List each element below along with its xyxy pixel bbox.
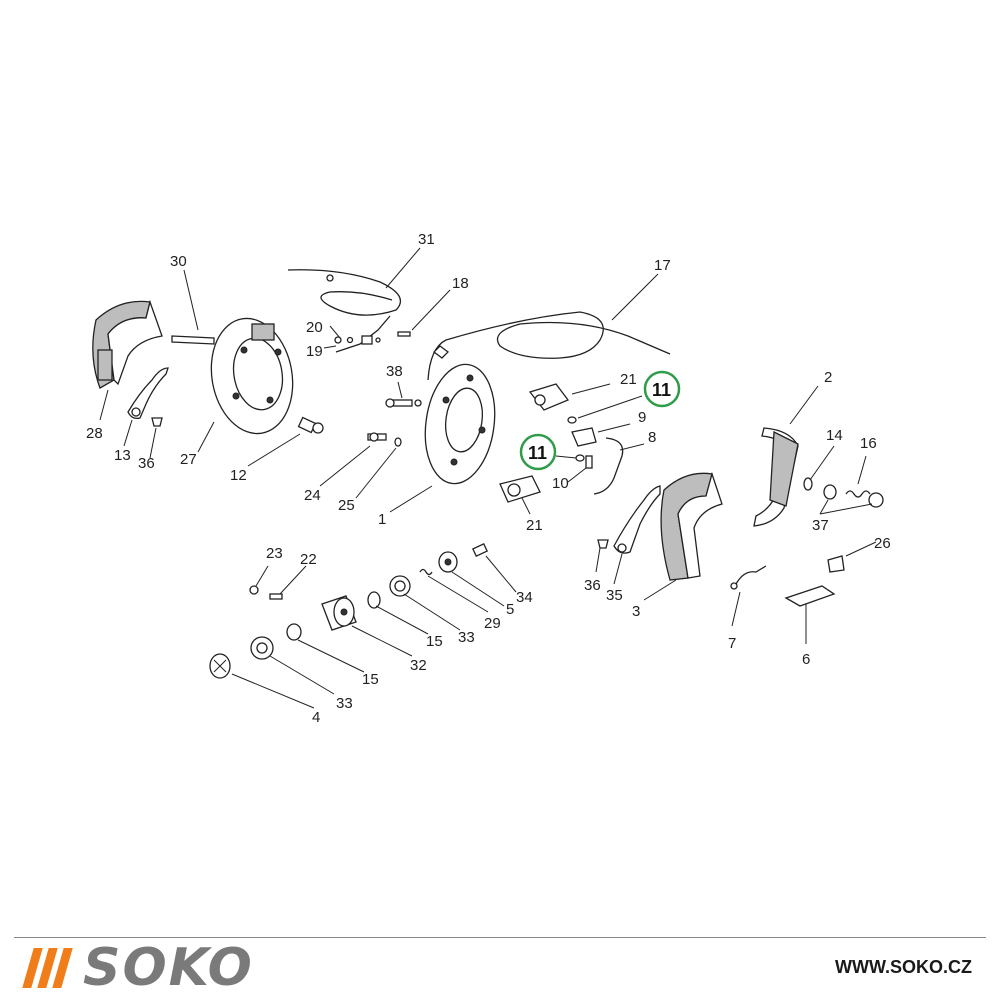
part-screw-18: [397, 331, 411, 337]
callout-21-lower: 21: [526, 517, 543, 534]
part-cap-5: [438, 551, 458, 573]
callout-30: 30: [170, 253, 187, 270]
part-seal-15-upper: [367, 591, 381, 609]
part-bolt-38: [385, 398, 422, 408]
website-url[interactable]: WWW.SOKO.CZ: [835, 957, 972, 977]
callout-38: 38: [386, 363, 403, 380]
callout-6: 6: [802, 651, 810, 668]
part-screw-10: [575, 454, 593, 469]
part-handbrake-cable-31: [287, 269, 401, 353]
callout-20: 20: [306, 319, 323, 336]
callout-3: 3: [632, 603, 640, 620]
footer-divider: [14, 937, 986, 938]
part-washer-14: [803, 477, 813, 491]
callout-36-right: 36: [584, 577, 601, 594]
callout-16: 16: [860, 435, 877, 452]
part-pin-left: [151, 417, 163, 427]
soko-logo: SOKO: [22, 938, 254, 998]
highlight-circle-11-upper: [643, 370, 681, 408]
parts-diagram: 31 30 18 17 20 19 38 21 11 2 9 8 11 14 1…: [86, 231, 891, 726]
callout-17: 17: [654, 257, 671, 274]
callout-1: 1: [378, 511, 386, 528]
callout-labels: 31 30 18 17 20 19 38 21 11 2 9 8 11 14 1…: [86, 231, 891, 726]
callout-18: 18: [452, 275, 469, 292]
part-lever: [127, 367, 169, 420]
brand-name: SOKO: [83, 938, 254, 998]
part-plate-6: [784, 585, 836, 607]
callout-2: 2: [824, 369, 832, 386]
part-bolt-12: [297, 416, 324, 434]
part-piston-33-upper: [389, 575, 411, 597]
part-bleeder-23: [249, 585, 259, 595]
callout-5: 5: [506, 601, 514, 618]
callout-27: 27: [180, 451, 197, 468]
part-backing-plate-left: [210, 317, 294, 435]
part-brake-shoe-3: [660, 471, 723, 581]
callout-11-lower: 11: [528, 443, 547, 463]
part-spring-16: [823, 484, 884, 508]
part-washers-19-20: [334, 335, 381, 345]
callout-15-lower: 15: [362, 671, 379, 688]
part-spring-29: [419, 568, 433, 576]
callout-33-lower: 33: [336, 695, 353, 712]
callout-23: 23: [266, 545, 283, 562]
callout-25: 25: [338, 497, 355, 514]
callout-29: 29: [484, 615, 501, 632]
part-bolt-24: [367, 432, 387, 442]
part-clip-26: [827, 555, 845, 573]
part-pin-right: [597, 539, 609, 549]
part-screw-22: [269, 593, 283, 600]
part-backing-plate-right: [424, 363, 496, 485]
callout-31: 31: [418, 231, 435, 248]
part-cylinder-body-32: [321, 595, 357, 631]
callout-35: 35: [606, 587, 623, 604]
callout-14: 14: [826, 427, 843, 444]
callout-10: 10: [552, 475, 569, 492]
callout-13: 13: [114, 447, 131, 464]
part-spring-7: [730, 565, 767, 590]
callout-21-upper: 21: [620, 371, 637, 388]
part-wheel-cylinder-21-lower: [499, 475, 541, 503]
part-brake-pipe-8: [593, 437, 624, 495]
part-seal-15-lower: [286, 623, 302, 641]
callout-15-upper: 15: [426, 633, 443, 650]
callout-12: 12: [230, 467, 247, 484]
callout-33-upper: 33: [458, 629, 475, 646]
callout-7: 7: [728, 635, 736, 652]
part-handbrake-cable-17: [427, 311, 671, 381]
callout-36-left: 36: [138, 455, 155, 472]
logo-bars-icon: [22, 948, 73, 988]
part-piston-33-lower: [250, 636, 274, 660]
callout-24: 24: [304, 487, 321, 504]
callout-32: 32: [410, 657, 427, 674]
part-nipple-34: [472, 542, 488, 558]
part-washer-25: [394, 437, 402, 447]
part-brake-shoe-left: [92, 299, 163, 389]
callout-37: 37: [812, 517, 829, 534]
part-adjuster-strut: [171, 335, 215, 345]
part-lever-35: [613, 485, 661, 554]
part-wheel-cylinder-21-upper: [528, 383, 570, 411]
callout-8: 8: [648, 429, 656, 446]
callout-26: 26: [874, 535, 891, 552]
part-bracket-9: [567, 416, 597, 447]
callout-19: 19: [306, 343, 323, 360]
callout-4: 4: [312, 709, 320, 726]
callout-11-upper: 11: [652, 380, 671, 400]
callout-22: 22: [300, 551, 317, 568]
callout-9: 9: [638, 409, 646, 426]
callout-28: 28: [86, 425, 103, 442]
part-brake-shoe-2: [753, 427, 799, 527]
leader-lines: [99, 247, 877, 709]
callout-34: 34: [516, 589, 533, 606]
part-dust-cap-4: [209, 653, 231, 679]
highlight-circle-11-lower: [519, 433, 557, 471]
